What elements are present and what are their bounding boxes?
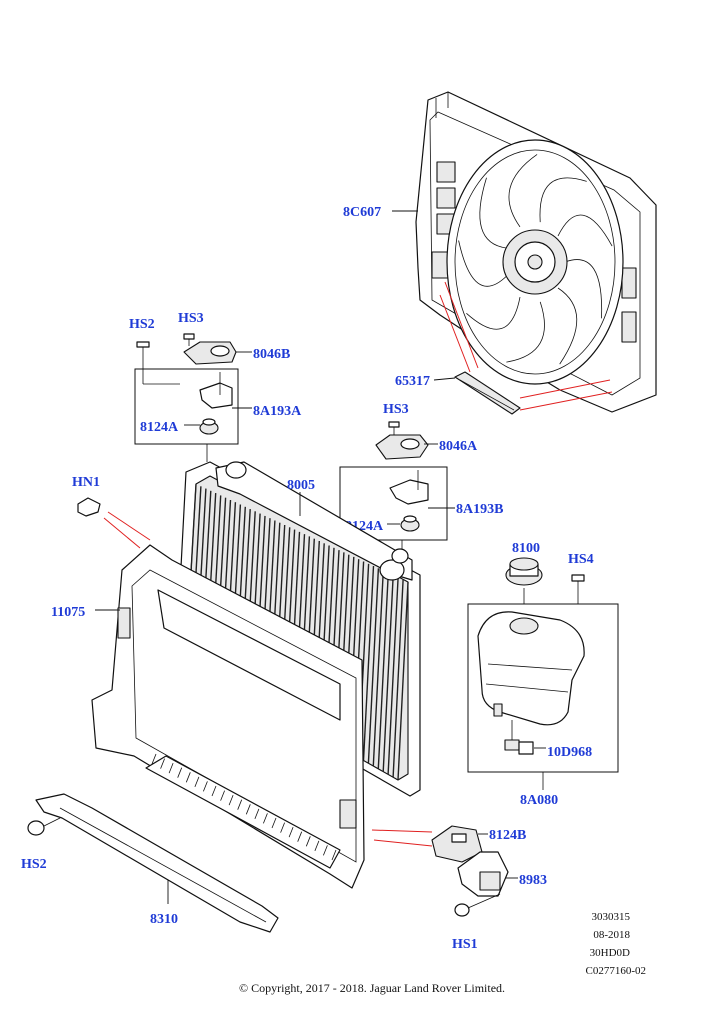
frame-rib [151, 753, 157, 765]
frame-rib [237, 799, 243, 810]
label-8124a-left: 8124A [140, 420, 179, 435]
copyright-text: © Copyright, 2017 - 2018. Jaguar Land Ro… [239, 981, 505, 995]
radiator-hoses [225, 461, 409, 581]
frame-rib [305, 836, 311, 847]
frame-rib [288, 826, 294, 838]
label-11075: 11075 [51, 605, 85, 620]
label-hs1: HS1 [452, 937, 478, 952]
fan-blade [564, 259, 603, 319]
lower-deflector-panel-drawing [35, 793, 279, 933]
radiator-fin [377, 572, 389, 769]
nut-hn1-drawing [77, 497, 101, 517]
radiator-fin [387, 577, 399, 775]
label-8046b: 8046B [253, 347, 290, 362]
frame-rib [160, 758, 165, 769]
label-hs2-top: HS2 [129, 317, 155, 332]
mounting-frame-drawing [91, 544, 365, 889]
fan-blade [557, 287, 578, 365]
label-8983: 8983 [519, 873, 547, 888]
label-8c607: 8C607 [343, 205, 381, 220]
bracket-8a193b-drawing [389, 470, 429, 505]
fan-blade [458, 240, 508, 287]
cap-8100-drawing [505, 557, 543, 586]
label-10d968: 10D968 [547, 745, 592, 760]
frame-rib [185, 772, 191, 783]
frame-rib [280, 822, 285, 833]
fan-blade [479, 177, 507, 249]
sensor-10d968-drawing [504, 720, 534, 755]
label-8310: 8310 [150, 912, 178, 927]
label-65317: 65317 [395, 374, 430, 389]
frame-rib [323, 845, 328, 856]
mount-8046a-drawing [375, 434, 429, 460]
ref-line-1: 3030315 [592, 911, 631, 923]
fan-blade [508, 154, 538, 228]
bolt-hs2-low-drawing [27, 817, 61, 836]
frame-rib [271, 817, 277, 829]
bracket-8983-drawing [457, 851, 509, 897]
frame-rib [211, 785, 217, 797]
bolt-hs3-mid-drawing [388, 421, 400, 435]
bolt-hs4-drawing [571, 574, 585, 604]
deflector-strip-drawing [454, 371, 521, 415]
label-hs4: HS4 [568, 552, 594, 567]
frame-rib [297, 831, 303, 842]
label-8a193a: 8A193A [253, 404, 302, 419]
fan-blades [458, 154, 613, 365]
radiator-fin [372, 570, 384, 767]
radiator-fin [367, 568, 380, 764]
bolt-hs2-top-drawing [136, 341, 150, 360]
frame-rib [168, 762, 174, 774]
ref-line-2: 08-2018 [593, 929, 630, 941]
label-hs3-top: HS3 [178, 311, 204, 326]
fan-blade [506, 301, 545, 363]
frame-rib [177, 767, 183, 778]
fan-cowl-drawing [415, 91, 657, 413]
frame-rib [314, 840, 320, 852]
radiator-fin [397, 581, 409, 781]
label-8100: 8100 [512, 541, 540, 556]
bolt-hs3-top-drawing [183, 333, 195, 346]
radiator-fin [382, 575, 394, 772]
label-8a193b: 8A193B [456, 502, 503, 517]
expansion-tank-drawing [477, 611, 585, 726]
ref-line-4: C0277160-02 [586, 965, 647, 977]
label-8005: 8005 [287, 478, 315, 493]
frame-rib [228, 794, 234, 806]
bracket-8a193a-drawing [199, 372, 233, 409]
frame-rib [254, 808, 260, 820]
bolt-hs1-drawing [454, 893, 501, 917]
frame-rib [194, 776, 200, 788]
frame-lower-ribs [151, 753, 337, 861]
insulator-8124a-mid-drawing [400, 515, 420, 532]
label-8a080: 8A080 [520, 793, 558, 808]
frame-rib [263, 813, 268, 824]
label-hn1: HN1 [72, 475, 100, 490]
fan-blade [539, 177, 587, 223]
label-8046a: 8046A [439, 439, 478, 454]
mount-8046b-drawing [183, 341, 237, 365]
radiator-fin [392, 579, 404, 778]
frame-rib [203, 781, 208, 792]
fan-blade [557, 214, 613, 247]
frame-rib [220, 790, 225, 801]
insulator-8124a-left-drawing [199, 418, 219, 435]
ref-line-3: 30HD0D [590, 947, 630, 959]
label-8124b: 8124B [489, 828, 526, 843]
fan-blade [466, 297, 521, 330]
label-hs3-mid: HS3 [383, 402, 409, 417]
frame-rib [245, 804, 251, 815]
frame-rib [331, 849, 337, 861]
radiator-fin [362, 565, 375, 761]
label-hs2-low: HS2 [21, 857, 47, 872]
